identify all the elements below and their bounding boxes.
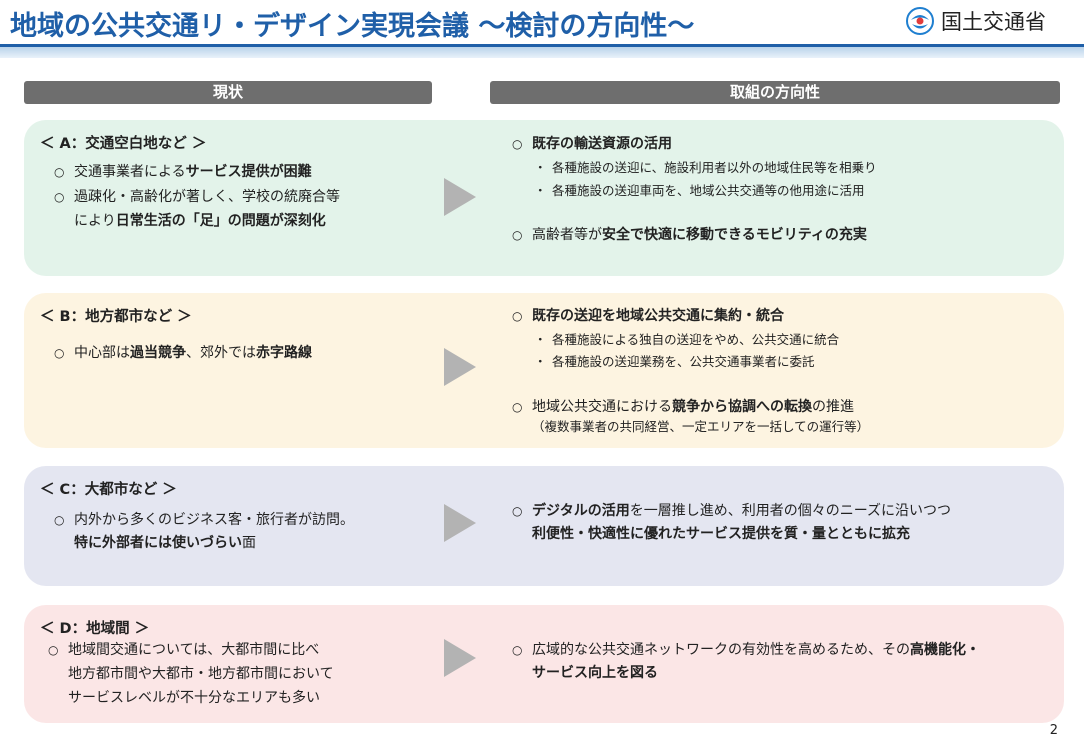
section-a-current-item-2: ○過疎化・高齢化が著しく、学校の統廃合等 [54,186,340,208]
bullet-circle-icon: ○ [512,309,523,323]
section-b-direction-sub-2: ・各種施設の送迎業務を、公共交通事業者に委託 [534,354,815,369]
section-a-title: ＜ A：交通空白地など ＞ [40,136,207,152]
section-c-title: ＜ C：大都市など ＞ [40,482,177,498]
section-b-direction-item-2: ○地域公共交通における競争から協調への転換の推進 [512,396,854,418]
right-triangle-arrow-icon [444,639,476,677]
section-d-direction-item-1-cont: サービス向上を図る [532,665,658,681]
section-d-current-item-1-cont-2: サービスレベルが不十分なエリアも多い [68,690,320,706]
section-b-title: ＜ B：地方都市など ＞ [40,309,192,325]
bullet-circle-icon: ○ [54,513,65,527]
section-a-current-item-1: ○交通事業者によるサービス提供が困難 [54,161,312,183]
section-d-title: ＜ D：地域間 ＞ [40,621,150,637]
page-number: 2 [1049,723,1058,738]
bullet-circle-icon: ○ [512,228,523,242]
bullet-circle-icon: ○ [54,190,65,204]
right-triangle-arrow-icon [444,348,476,386]
section-c-direction-item-1-cont: 利便性・快適性に優れたサービス提供を質・量とともに拡充 [532,526,910,542]
section-c-panel: ＜ C：大都市など ＞ ○内外から多くのビジネス客・旅行者が訪問。 特に外部者に… [24,466,1064,586]
right-triangle-arrow-icon [444,504,476,542]
section-a-direction-sub-2: ・各種施設の送迎車両を、地域公共交通等の他用途に活用 [534,183,865,198]
page-title: 地域の公共交通リ・デザイン実現会議 ～検討の方向性～ [10,11,695,42]
bullet-circle-icon: ○ [512,137,523,151]
column-header-current: 現状 [24,81,432,104]
org-logo: 国土交通省 [905,6,1046,36]
right-triangle-arrow-icon [444,178,476,216]
section-b-direction-item-2-note: （複数事業者の共同経営、一定エリアを一括しての運行等） [532,419,870,434]
mlit-logo-icon [906,7,934,35]
section-c-direction-item-1: ○デジタルの活用を一層推し進め、利用者の個々のニーズに沿いつつ [512,500,951,522]
title-rule [0,44,1084,58]
bullet-circle-icon: ○ [512,504,523,518]
org-name: 国土交通省 [941,10,1046,34]
section-d-current-item-1-cont-1: 地方都市間や大都市・地方都市間において [68,666,334,682]
section-a-direction-item-1: ○既存の輸送資源の活用 [512,133,672,155]
section-a-panel: ＜ A：交通空白地など ＞ ○交通事業者によるサービス提供が困難 ○過疎化・高齢… [24,120,1064,276]
column-header-direction: 取組の方向性 [490,81,1060,104]
section-b-direction-sub-1: ・各種施設による独自の送迎をやめ、公共交通に統合 [534,332,840,347]
bullet-circle-icon: ○ [54,346,65,360]
section-c-current-item-1: ○内外から多くのビジネス客・旅行者が訪問。 [54,509,354,531]
bullet-circle-icon: ○ [54,165,65,179]
section-c-current-item-1-cont: 特に外部者には使いづらい面 [74,535,256,551]
section-a-current-item-2-cont: により日常生活の「足」の問題が深刻化 [74,213,326,229]
section-d-direction-item-1: ○広域的な公共交通ネットワークの有効性を高めるため、その高機能化・ [512,639,980,661]
section-d-current-item-1: ○地域間交通については、大都市間に比べ [48,639,319,661]
section-d-panel: ＜ D：地域間 ＞ ○地域間交通については、大都市間に比べ 地方都市間や大都市・… [24,605,1064,723]
section-a-direction-item-2: ○高齢者等が安全で快適に移動できるモビリティの充実 [512,224,867,246]
bullet-circle-icon: ○ [512,643,523,657]
bullet-circle-icon: ○ [48,643,59,657]
bullet-circle-icon: ○ [512,400,523,414]
section-b-panel: ＜ B：地方都市など ＞ ○中心部は過当競争、郊外では赤字路線 ○既存の送迎を地… [24,293,1064,448]
section-a-direction-sub-1: ・各種施設の送迎に、施設利用者以外の地域住民等を相乗り [534,160,877,175]
section-b-current-item-1: ○中心部は過当競争、郊外では赤字路線 [54,342,312,364]
section-b-direction-item-1: ○既存の送迎を地域公共交通に集約・統合 [512,305,784,327]
